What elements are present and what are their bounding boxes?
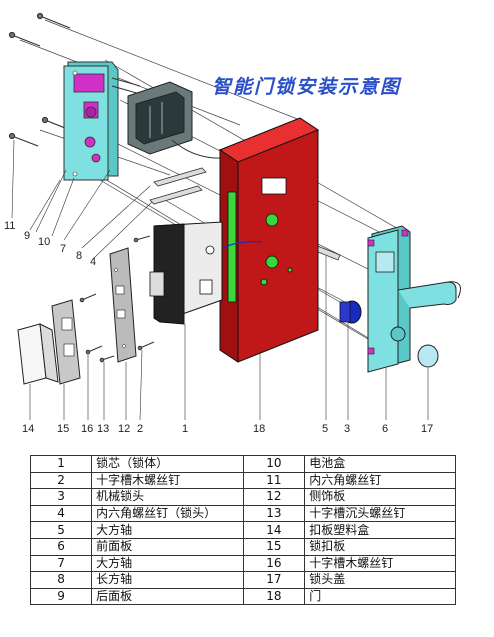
callout-12: 12	[118, 423, 131, 435]
table-row: 9 后面板 18 门	[29, 587, 456, 606]
cylinder-cap	[417, 344, 439, 368]
callout-1: 1	[182, 423, 189, 435]
part-name: 锁头盖	[304, 571, 456, 589]
part-name: 长方轴	[91, 571, 244, 589]
part-number: 1	[29, 455, 93, 473]
part-number: 16	[242, 554, 306, 573]
callout-15: 15	[57, 423, 70, 435]
part-name: 大方轴	[91, 521, 244, 539]
part-number: 3	[29, 488, 93, 506]
part-name: 前面板	[91, 537, 244, 556]
table-row: 8 长方轴 17 锁头盖	[29, 571, 456, 589]
callout-18: 18	[253, 423, 266, 435]
leader-lines	[11, 139, 429, 421]
callout-9: 9	[24, 230, 31, 242]
part-number: 10	[242, 455, 306, 473]
small-screws	[79, 235, 155, 363]
part-name: 后面板	[91, 587, 244, 606]
callout-5: 5	[322, 423, 329, 435]
callout-6: 6	[382, 423, 389, 435]
part-number: 7	[29, 554, 93, 573]
part-number: 5	[29, 521, 93, 539]
callout-14: 14	[22, 423, 35, 435]
screws	[8, 12, 71, 147]
callout-2: 2	[137, 423, 144, 435]
part-name: 内六角螺丝钉（锁头）	[91, 504, 244, 523]
table-row: 3 机械锁头 12 侧饰板	[29, 488, 456, 506]
table-row: 2 十字槽木螺丝钉 11 内六角螺丝钉	[29, 471, 456, 490]
callout-4: 4	[90, 256, 97, 268]
part-number: 12	[242, 488, 306, 506]
callout-10: 10	[38, 236, 51, 248]
lock-body	[149, 221, 263, 325]
part-name: 锁芯（锁体）	[91, 455, 244, 473]
part-number: 18	[242, 587, 306, 606]
part-number: 6	[29, 537, 93, 556]
table-row: 6 前面板 15 锁扣板	[29, 537, 456, 556]
callout-7: 7	[60, 243, 67, 255]
callout-11: 11	[4, 220, 16, 232]
part-number: 17	[242, 571, 306, 589]
front-panel	[367, 225, 461, 373]
table-row: 1 锁芯（锁体） 10 电池盒	[29, 455, 456, 473]
part-number: 15	[242, 537, 306, 556]
part-name: 门	[304, 587, 456, 606]
part-name: 大方轴	[91, 554, 244, 573]
part-name: 扣板塑料盒	[304, 521, 456, 539]
part-number: 13	[242, 504, 306, 523]
part-name: 内六角螺丝钉	[304, 471, 456, 490]
part-number: 2	[29, 471, 93, 490]
strike-plate-and-box	[17, 299, 81, 385]
part-number: 8	[29, 571, 93, 589]
diagram-title: 智能门锁安装示意图	[212, 76, 402, 98]
part-name: 十字槽木螺丝钉	[91, 471, 244, 490]
part-name: 十字槽木螺丝钉	[304, 554, 456, 573]
part-number: 11	[242, 471, 306, 490]
callout-3: 3	[344, 423, 351, 435]
part-number: 14	[242, 521, 306, 539]
part-number: 4	[29, 504, 93, 523]
table-row: 4 内六角螺丝钉（锁头） 13 十字槽沉头螺丝钉	[29, 504, 456, 523]
part-name: 锁扣板	[304, 537, 456, 556]
table-row: 5 大方轴 14 扣板塑料盒	[29, 521, 456, 539]
part-name: 电池盒	[304, 455, 456, 473]
part-number: 9	[29, 587, 93, 606]
door	[218, 117, 320, 363]
part-name: 侧饰板	[304, 488, 456, 506]
side-trim-plate	[109, 247, 137, 363]
back-panel	[63, 61, 141, 181]
callout-13: 13	[97, 423, 110, 435]
callout-17: 17	[421, 423, 434, 435]
callout-8: 8	[76, 250, 83, 262]
exploded-diagram	[8, 12, 461, 421]
callout-16: 16	[81, 423, 94, 435]
mechanical-cylinder	[339, 300, 362, 324]
battery-box	[127, 81, 226, 159]
part-name: 十字槽沉头螺丝钉	[304, 504, 456, 523]
table-row: 7 大方轴 16 十字槽木螺丝钉	[29, 554, 456, 573]
parts-table: 1 锁芯（锁体） 10 电池盒 2 十字槽木螺丝钉 11 内六角螺丝钉 3 机械…	[29, 455, 456, 606]
part-name: 机械锁头	[91, 488, 244, 506]
